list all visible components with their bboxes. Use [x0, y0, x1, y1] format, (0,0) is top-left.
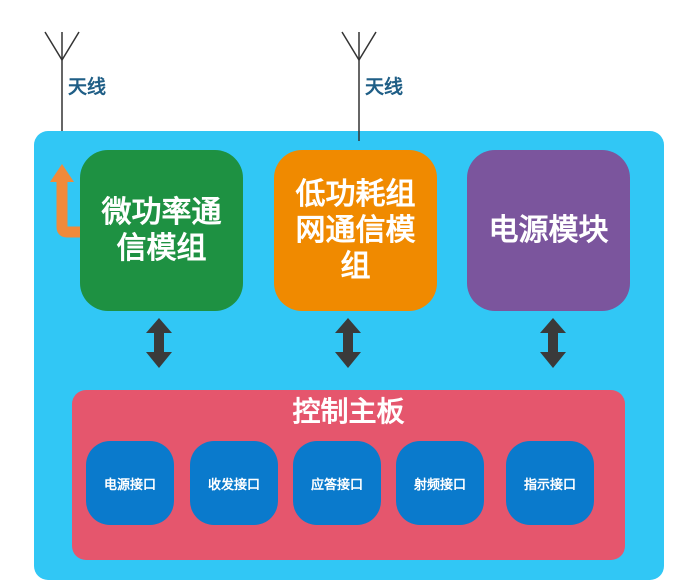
side-arrow-icon: [50, 164, 80, 238]
low-power-network-module: 低功耗组网通信模组: [274, 150, 437, 311]
micro-power-comm-module: 微功率通信模组: [80, 150, 243, 311]
transceiver-port: 收发接口: [190, 441, 278, 525]
transceiver-port-label: 收发接口: [207, 477, 260, 493]
rf-port: 射频接口: [396, 441, 484, 525]
control-board-title: 控制主板: [292, 395, 405, 428]
rf-port-label: 射频接口: [413, 477, 466, 493]
indicator-port: 指示接口: [506, 441, 594, 525]
antenna-2-label: 天线: [365, 76, 404, 98]
power-module-label: 电源模块: [488, 212, 609, 248]
indicator-port-label: 指示接口: [523, 477, 576, 493]
double-arrow-1-icon: [146, 318, 172, 368]
response-port-label: 应答接口: [310, 477, 363, 493]
double-arrow-3-icon: [540, 318, 566, 368]
power-port: 电源接口: [86, 441, 174, 525]
low-power-network-module-label: 低功耗组网通信模组: [295, 176, 416, 284]
micro-power-comm-module-label: 微功率通信模组: [101, 194, 222, 266]
power-port-label: 电源接口: [103, 477, 156, 493]
double-arrow-2-icon: [335, 318, 361, 368]
power-module: 电源模块: [467, 150, 630, 311]
antenna-1-label: 天线: [68, 76, 107, 98]
antenna-2-icon: [341, 31, 377, 141]
antenna-1-icon: [44, 31, 80, 131]
response-port: 应答接口: [293, 441, 381, 525]
